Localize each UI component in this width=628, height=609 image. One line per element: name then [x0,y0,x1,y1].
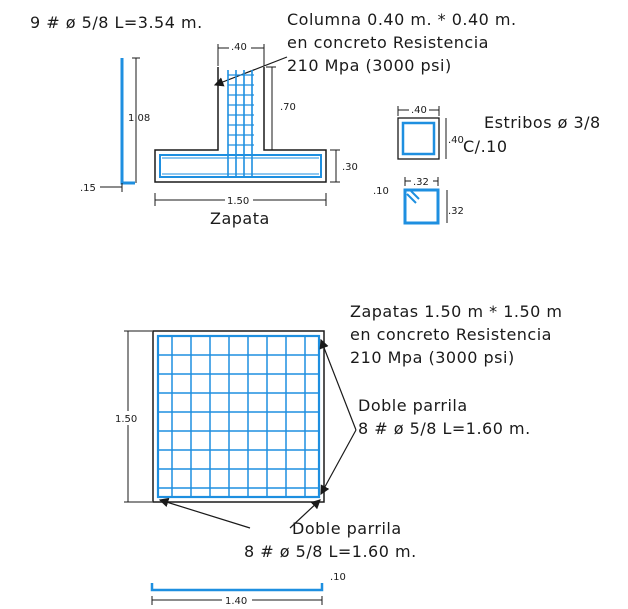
grid-lower-label-1: Doble parrila [292,519,402,538]
bar-height-dim: 1.08 [128,113,150,124]
grid-lower-leader-a [158,497,251,529]
l-bar-detail: 1.08 .15 [80,57,150,194]
column-spec-line-3: 210 Mpa (3000 psi) [287,56,452,75]
grid-bar-hook-dim: .10 [330,572,346,583]
footing-spec-line-1: Zapatas 1.50 m * 1.50 m [350,302,563,321]
column-bars-label: 9 # ø 5/8 L=3.54 m. [30,13,203,32]
footing-thickness-dim: .30 [342,162,358,173]
grid-upper-label-1: Doble parrila [358,396,468,415]
footing-plan: 1.50 [114,330,325,503]
stirrup-outer-dim: .40 [411,105,427,116]
grid-lower-leader-b [289,499,321,529]
section-title: Zapata [210,209,270,228]
stirrup-inner-dim: .32 [413,177,429,188]
grid-upper-leader-a [319,338,357,431]
column-spec-line-2: en concreto Resistencia [287,33,489,52]
grid-upper-label-2: 8 # ø 5/8 L=1.60 m. [358,419,531,438]
stirrup-detail: .40 .40 Estribos ø 3/8 C/.10 .32 .32 .10 [373,104,601,225]
column-spec-line-1: Columna 0.40 m. * 0.40 m. [287,10,517,29]
footing-spec-line-2: en concreto Resistencia [350,325,552,344]
bar-hook-dim: .15 [80,183,96,194]
grid-upper-leader-b [320,429,357,496]
stirrups-label-2: C/.10 [463,137,508,156]
stirrup-outer-height-dim: .40 [448,135,464,146]
footing-elevation: .40 .70 .30 1.50 Zapata [154,40,358,228]
footing-spec-line-3: 210 Mpa (3000 psi) [350,348,515,367]
bar-detail: 1.40 .10 [150,572,346,607]
column-leader [213,56,288,87]
grid-bar-length-dim: 1.40 [225,596,247,607]
plan-side-dim: 1.50 [115,414,137,425]
stirrups-label-1: Estribos ø 3/8 [484,113,601,132]
column-height-dim: .70 [280,102,296,113]
stirrup-hook-dim: .10 [373,186,389,197]
stirrup-inner-height-dim: .32 [448,206,464,217]
footing-width-dim: 1.50 [227,196,249,207]
grid-lower-label-2: 8 # ø 5/8 L=1.60 m. [244,542,417,561]
column-width-dim: .40 [231,42,247,53]
